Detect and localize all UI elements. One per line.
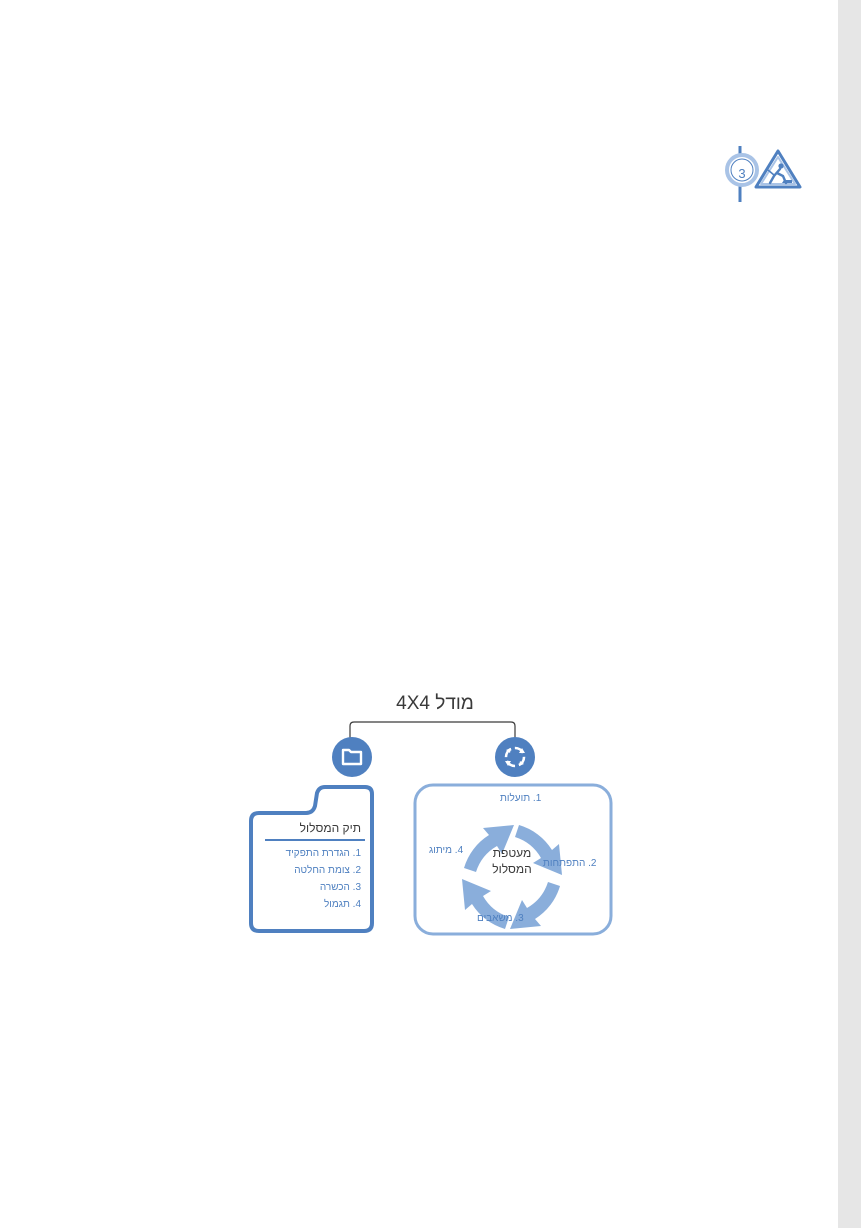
- folder-circle-icon: [332, 737, 372, 777]
- folder-item: 4. תגמול: [323, 899, 361, 910]
- cycle-step: 2. התפתחות: [543, 858, 597, 869]
- cycle-step: 1. תועלות: [500, 793, 542, 804]
- cycle-step: 3. משאבים: [477, 913, 524, 924]
- cycle-center-line: מעטפת: [492, 846, 532, 860]
- cycle-circle-icon: [495, 737, 535, 777]
- cycle-step: 4. מיתוג: [429, 845, 464, 856]
- folder-heading: תיק המסלול: [265, 821, 365, 841]
- folder-item: 2. צומת החלטה: [294, 865, 361, 876]
- folder-item: 3. הכשרה: [319, 882, 361, 893]
- folder-item: 1. הגדרת התפקיד: [285, 848, 361, 859]
- model-diagram: מודל 4X4 תיק המסלול 1. הגדרת התפקיד 2. צ…: [245, 690, 617, 940]
- chapter-marker: 3: [722, 146, 804, 204]
- diagram-title: מודל 4X4: [396, 693, 474, 714]
- cycle-arrows: [462, 825, 562, 929]
- cycle-center-label: מעטפת המסלול: [482, 845, 542, 877]
- road-work-warning-icon: [754, 149, 802, 189]
- folder-icon: [341, 748, 363, 766]
- page-edge: [838, 0, 861, 1228]
- chapter-number: 3: [738, 166, 746, 181]
- cycle-center-line: המסלול: [492, 862, 532, 876]
- cycle-arrows-icon: [504, 746, 526, 768]
- folder-list: תיק המסלול 1. הגדרת התפקיד 2. צומת החלטה…: [265, 821, 365, 913]
